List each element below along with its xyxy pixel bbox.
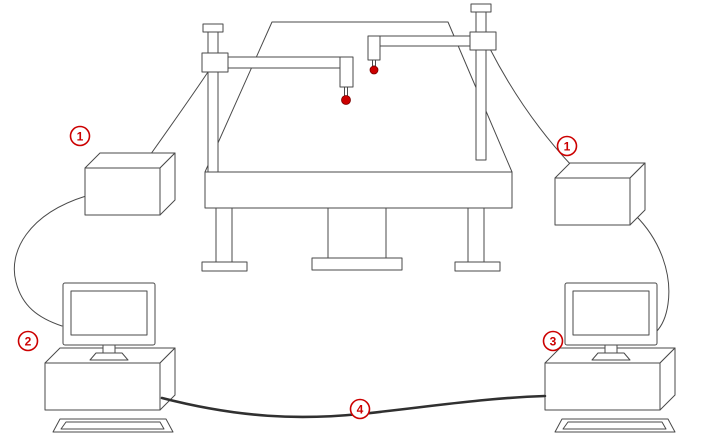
computer-right: [544, 282, 676, 433]
box-top: [84, 152, 176, 169]
probe-shaft: [372, 59, 376, 67]
arm-bracket: [201, 52, 229, 73]
label-number: 2: [25, 335, 32, 349]
monitor-screen: [572, 290, 650, 336]
table-leg-right: [467, 207, 485, 263]
table-foot-left: [201, 261, 248, 272]
table-pedestal: [327, 207, 387, 259]
table-foot-right: [454, 261, 501, 272]
label-number: 1: [77, 130, 84, 144]
column-post: [207, 29, 219, 173]
probe-holder: [367, 35, 381, 61]
probe-tip: [341, 95, 351, 105]
desktop-front: [544, 362, 661, 411]
arm-bracket: [469, 31, 497, 51]
monitor-base: [591, 352, 631, 361]
box-front: [84, 167, 161, 216]
wire-left-controller-to-computer: [13, 195, 87, 327]
monitor-base: [89, 352, 129, 361]
label-controller-right: 1: [556, 135, 578, 157]
probe-column-right: [367, 3, 497, 161]
label-controller-left: 1: [69, 125, 91, 147]
label-number: 1: [564, 140, 571, 154]
probe-shaft: [344, 86, 348, 97]
column-cap: [202, 23, 224, 33]
probe-column-left: [201, 23, 354, 173]
label-computer-right: 3: [542, 330, 564, 352]
desktop-front: [44, 362, 161, 411]
controller-box-right: [554, 162, 646, 226]
label-circle: [17, 330, 39, 352]
wire-left-probe-to-controller: [147, 65, 213, 159]
box-front: [554, 177, 631, 226]
computer-left: [44, 282, 176, 433]
label-computer-left: 2: [17, 330, 39, 352]
controller-box-left: [84, 152, 176, 216]
probe-arm: [379, 35, 477, 47]
probe-arm: [217, 56, 347, 69]
label-circle: [542, 330, 564, 352]
keyboard-keys: [562, 421, 667, 430]
column-cap: [470, 3, 492, 13]
table-front: [204, 171, 513, 209]
probe-holder: [339, 56, 354, 88]
wire-right-controller-to-computer: [631, 211, 670, 333]
keyboard-keys: [60, 421, 165, 430]
label-circle: [349, 398, 371, 420]
label-circle: [556, 135, 578, 157]
label-number: 4: [357, 403, 364, 417]
table-leg-left: [215, 207, 233, 263]
box-top: [554, 162, 646, 179]
label-number: 3: [550, 335, 557, 349]
label-cable: 4: [349, 398, 371, 420]
probe-tip: [369, 65, 379, 75]
monitor-screen: [70, 290, 148, 336]
table-pedestal-base: [311, 257, 403, 271]
label-circle: [69, 125, 91, 147]
